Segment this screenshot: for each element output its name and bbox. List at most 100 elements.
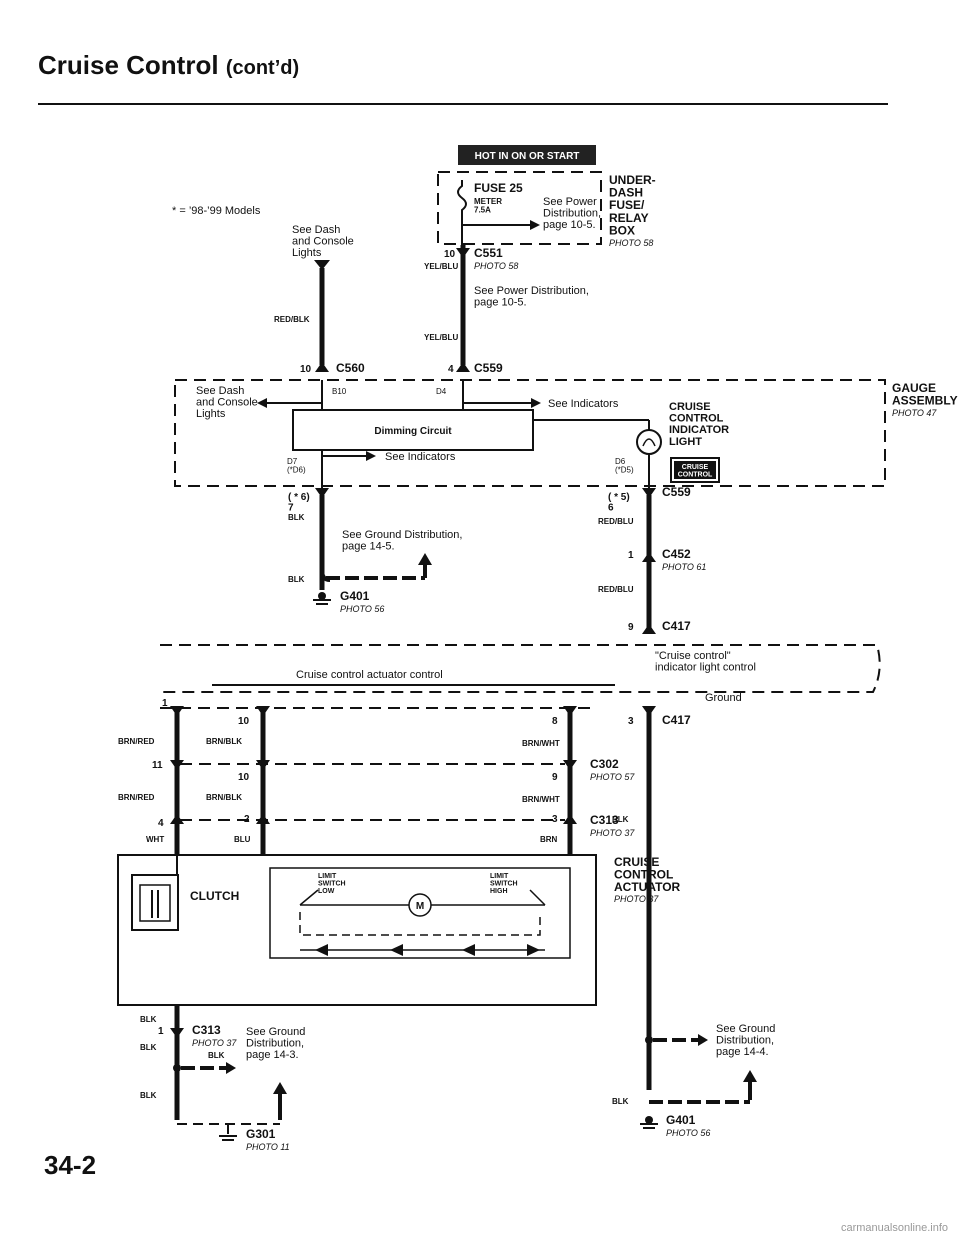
- ground-text: Ground: [705, 692, 742, 704]
- wire-red-blu-1: RED/BLU: [598, 517, 634, 526]
- ground-145-arrow: [418, 553, 432, 565]
- limit-low-switch: [299, 889, 319, 906]
- indicator-control-text: "Cruise control"indicator light control: [655, 650, 756, 674]
- diode-1: [315, 944, 328, 956]
- watermark: carmanualsonline.info: [840, 1222, 948, 1234]
- g401b-photo: PHOTO 56: [666, 1128, 710, 1138]
- ground-144-arrow: [698, 1034, 708, 1046]
- gauge-assembly-outline: [174, 379, 886, 487]
- motor-icon: [408, 893, 432, 917]
- c551-label: C551: [474, 246, 503, 260]
- c559b-label: C559: [662, 485, 691, 499]
- c313-label: C313: [590, 813, 619, 827]
- c313b-connector: [170, 1028, 184, 1038]
- harness-row-1: [160, 706, 656, 716]
- g401-photo: PHOTO 56: [340, 604, 384, 614]
- dash-lights-arrow: [257, 398, 267, 408]
- see-ground-145: See Ground Distribution,page 14-5.: [342, 529, 462, 553]
- pin-b10: B10: [332, 387, 347, 396]
- wire-red-blu-2: RED/BLU: [598, 585, 634, 594]
- wire-blk-1: BLK: [288, 513, 305, 522]
- c559b-left-connector: [315, 488, 329, 498]
- limit-high-switch: [529, 889, 546, 906]
- g301-photo: PHOTO 11: [246, 1142, 290, 1152]
- wire-blu: BLU: [234, 835, 251, 844]
- splice-node-left: [173, 1064, 181, 1072]
- splice-node-right: [645, 1036, 653, 1044]
- clutch-coil-inner: [139, 884, 171, 922]
- title-text: Cruise Control: [38, 50, 219, 80]
- c559b-pin: ( * 5)6: [608, 492, 630, 514]
- motor-circuit-box: [269, 867, 571, 959]
- harness-row-3: [170, 814, 577, 824]
- pin-2: 2: [244, 814, 250, 825]
- pin-7: ( * 6)7: [288, 492, 310, 514]
- c313b-pin: 1: [158, 1026, 164, 1037]
- c560-pin: 10: [300, 364, 312, 375]
- control-unit-outline: [160, 644, 881, 693]
- harness-row-2: [170, 760, 577, 770]
- cruise-icon: [674, 461, 716, 479]
- c559-label: C559: [474, 361, 503, 375]
- ground-144-up-arrow: [743, 1070, 757, 1082]
- c417b-pin: 3: [628, 716, 634, 727]
- motor-label: M: [416, 901, 424, 912]
- c313b-photo: PHOTO 37: [192, 1038, 237, 1048]
- ground-143-up-arrow: [273, 1082, 287, 1094]
- actuator-box: [117, 854, 597, 1006]
- g401-label: G401: [340, 589, 370, 603]
- page-title: Cruise Control (cont’d): [38, 50, 299, 81]
- pin-3: 3: [552, 814, 558, 825]
- power-badge-text: HOT IN ON OR START: [475, 151, 580, 162]
- wire-brn-wht-2: BRN/WHT: [522, 795, 560, 804]
- dimming-circuit-box: [292, 409, 534, 451]
- wire-blk-4: BLK: [140, 1015, 157, 1024]
- wire-brn-red-1: BRN/RED: [118, 737, 155, 746]
- diode-3: [462, 944, 475, 956]
- g301-label: G301: [246, 1127, 276, 1141]
- bulb-filament: [642, 438, 656, 447]
- wire-red-blk-label: RED/BLK: [274, 315, 310, 324]
- g401b-label: G401: [666, 1113, 696, 1127]
- ground-143-arrow: [226, 1062, 236, 1074]
- wire-blk-2: BLK: [288, 575, 305, 584]
- c559b-right-connector: [642, 488, 656, 498]
- g401b-node: [645, 1116, 653, 1124]
- wire-blk-8: BLK: [612, 1097, 629, 1106]
- wire-blk-5: BLK: [140, 1043, 157, 1052]
- power-badge: [458, 145, 596, 165]
- c417b-label: C417: [662, 713, 691, 727]
- wire-blk-3: BLK: [612, 815, 629, 824]
- dimming-circuit-label: Dimming Circuit: [374, 426, 452, 437]
- wire-blk-7: BLK: [140, 1091, 157, 1100]
- see-indicators-1: See Indicators: [548, 398, 619, 410]
- pin-d7: D7(*D6): [287, 457, 306, 474]
- page-number: 34-2: [44, 1150, 97, 1180]
- wire-brn-blk-1: BRN/BLK: [206, 737, 242, 746]
- motor-dashed-loop: [299, 912, 541, 936]
- clutch-coil-icon: [131, 874, 179, 931]
- c302-photo: PHOTO 57: [590, 772, 635, 782]
- indicator-bulb-icon: [636, 429, 662, 455]
- wire-yel-blu-2: YEL/BLU: [424, 333, 458, 342]
- pin-10-b: 10: [238, 772, 250, 783]
- fuse-box-outline: [437, 171, 602, 245]
- pin-d4: D4: [436, 387, 447, 396]
- pin-4: 4: [158, 818, 164, 829]
- see-indicators-arrow: [531, 398, 541, 408]
- c302-label: C302: [590, 757, 619, 771]
- c417-pin: 9: [628, 622, 634, 633]
- c560-label: C560: [336, 361, 365, 375]
- pin-10-a: 10: [238, 716, 250, 727]
- wire-yel-blu-1: YEL/BLU: [424, 262, 458, 271]
- fuse-box-photo: PHOTO 58: [609, 238, 653, 248]
- see-indicators-2: See Indicators: [385, 451, 456, 463]
- actuator-control-text: Cruise control actuator control: [296, 669, 443, 681]
